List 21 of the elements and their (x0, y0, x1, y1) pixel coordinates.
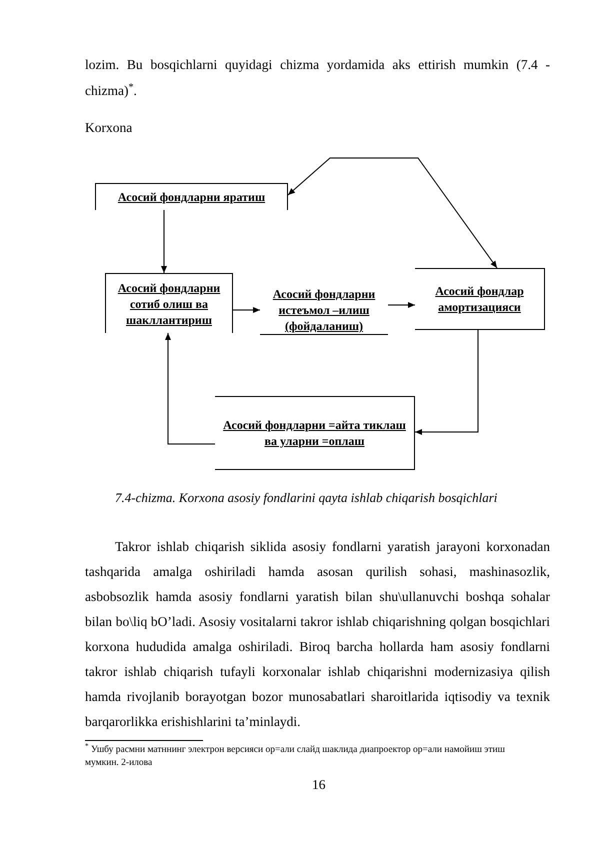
arrow (161, 210, 167, 274)
caption: 7.4-chizma. Korxona asosiy fondlarini qayta ishlab chiqarish bosqichlari (115, 489, 498, 507)
arrow (414, 330, 478, 435)
stage-box (215, 396, 415, 470)
stage-box (105, 273, 233, 333)
arrow (388, 302, 416, 308)
arrow (232, 307, 260, 313)
paragraph: lozim. Bu bosqichlarni quyidagi chizma yordamida aks ettirish mumkin (7.4 - chizma)$^{*}$. (85, 56, 550, 100)
arrow (165, 332, 216, 444)
page-number: 16 (312, 776, 326, 794)
stage-box (95, 183, 288, 210)
heading-text: Korxona (85, 119, 132, 137)
stage-box (415, 268, 545, 330)
stage-text: Асосий фондларни яратиш (116, 189, 266, 205)
stage-text: Асосий фондларни =айта тиклаш ва уларни =оплаш (222, 417, 407, 449)
stage-text: Асосий фондлар амортизацияси (434, 283, 525, 315)
stage-text: Асосий фондларни истеъмол –илиш (фойдаланиш) (272, 286, 376, 334)
footnote-text: $^{*}$ Ушбу расмни матннинг электрон версияси ор=али слайд шаклида диапроектор ор=али намойиш этиш мумкин. 2-илова (85, 744, 506, 770)
stage-text: Асосий фондларни сотиб олиш ва шакллантириш (116, 280, 222, 328)
paragraph: Takror ishlab chiqarish siklida asosiy fondlarni yaratish jarayoni korxonadan tashqarida amalga oshiriladi hamda asosan qurilish sohasi, mashinasozlik, asbobsozlik hamda asosiy fondlarni yaratish bilan shu\ullanuvchi boshqa sohalar bilan bo\liq bO’ladi. Asosiy vositalarni takror ishlab chiqarishning qolgan bosqichlari korxona hududida amalga oshiriladi. Biroq barcha hollarda ham asosiy fondlarni takror ishlab chiqarish tufayli korxonalar ishlab chiqarishni modernizasiya qilish hamda rivojlanib borayotgan bozor munosabatlari sharoitlarida iqtisodiy va texnik barqarorlikka erishishlarini ta’minlaydi. (85, 538, 550, 731)
arrow (288, 158, 498, 268)
